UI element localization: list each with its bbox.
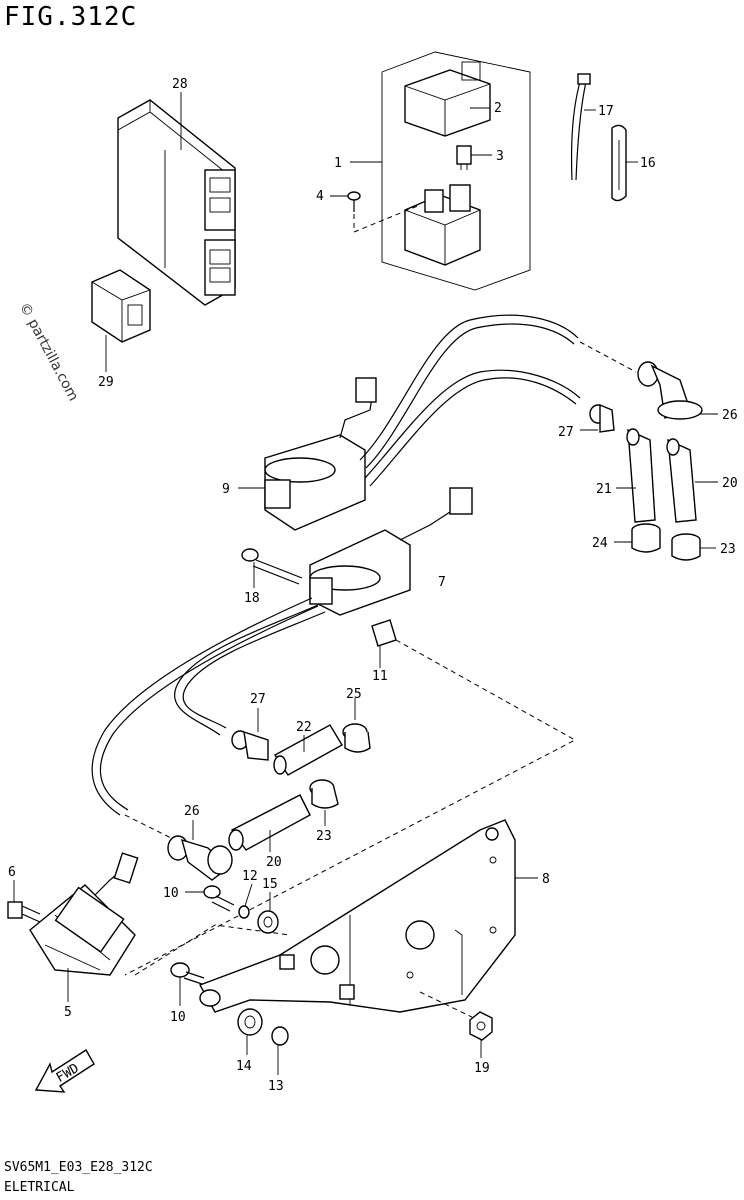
callout-25: 25 <box>346 687 362 702</box>
boot-seal-part-24[interactable] <box>631 523 661 553</box>
figure-name: ELETRICAL <box>4 1180 75 1195</box>
ignition-lead-upper[interactable] <box>359 314 581 487</box>
callout-15: 15 <box>262 877 278 892</box>
bracket-part-8[interactable] <box>198 819 516 1013</box>
callout-19: 19 <box>474 1061 490 1076</box>
boot-part-27-upper[interactable] <box>589 403 615 433</box>
callout-26a: 26 <box>722 408 738 423</box>
plug-cap-part-26-upper[interactable] <box>637 361 703 420</box>
callout-2: 2 <box>494 101 502 116</box>
cable-tie-part-17[interactable] <box>570 73 591 181</box>
callout-6: 6 <box>8 865 16 880</box>
bolt-part-10-lower[interactable] <box>170 962 205 985</box>
nut-part-19[interactable] <box>469 1011 493 1041</box>
boot-seal-part-23-upper[interactable] <box>671 533 701 561</box>
assembly-group-1-outline <box>381 51 531 291</box>
boot-seal-part-25[interactable] <box>342 723 371 753</box>
plug-boot-part-20-lower[interactable] <box>228 794 311 851</box>
collar-part-13[interactable] <box>271 1026 289 1046</box>
bolt-part-10-upper[interactable] <box>203 885 235 912</box>
callout-4: 4 <box>316 189 324 204</box>
plug-cap-part-26-lower[interactable] <box>167 835 233 881</box>
starter-relay-part[interactable] <box>404 184 481 266</box>
callout-21: 21 <box>596 482 612 497</box>
figure-code: SV65M1_E03_E28_312C <box>4 1160 153 1175</box>
boot-part-27-lower[interactable] <box>231 730 269 761</box>
callout-26b: 26 <box>184 804 200 819</box>
boot-seal-part-23-lower[interactable] <box>309 779 339 809</box>
collar-part-12[interactable] <box>238 905 250 919</box>
callout-12: 12 <box>242 869 258 884</box>
callout-28: 28 <box>172 77 188 92</box>
callout-14: 14 <box>236 1059 252 1074</box>
callout-13: 13 <box>268 1079 284 1094</box>
callout-24: 24 <box>592 536 608 551</box>
callout-10a: 10 <box>163 886 179 901</box>
bolt-part-6[interactable] <box>7 901 41 923</box>
grommet-part-14[interactable] <box>237 1008 263 1036</box>
clamp-part-16[interactable] <box>611 124 627 202</box>
grommet-part-15[interactable] <box>257 910 279 934</box>
callout-22: 22 <box>296 720 312 735</box>
callout-labels: 1 2 3 4 5 6 7 8 9 10 10 11 12 13 14 15 1… <box>8 77 738 1094</box>
callout-20b: 20 <box>266 855 282 870</box>
ecm-unit-part[interactable] <box>117 99 236 306</box>
regulator-part-5[interactable] <box>29 852 139 976</box>
plug-boot-part-20-upper[interactable] <box>666 438 697 523</box>
callout-5: 5 <box>64 1005 72 1020</box>
callout-27b: 27 <box>250 692 266 707</box>
callout-23a: 23 <box>720 542 736 557</box>
callout-16: 16 <box>640 156 656 171</box>
callout-10b: 10 <box>170 1010 186 1025</box>
screw-part-4[interactable] <box>347 191 361 212</box>
fuse-part[interactable] <box>456 145 472 170</box>
ignition-coil-part-7[interactable] <box>309 487 473 616</box>
collar-part-11[interactable] <box>371 619 397 647</box>
callout-1: 1 <box>334 156 342 171</box>
callout-3: 3 <box>496 149 504 164</box>
relay-part[interactable] <box>91 269 151 343</box>
plug-boot-part-22[interactable] <box>273 724 343 776</box>
fwd-direction-arrow: FWD <box>34 1049 95 1093</box>
ignition-coil-part-9[interactable] <box>264 377 377 531</box>
callout-17: 17 <box>598 104 614 119</box>
callout-7: 7 <box>438 575 446 590</box>
callout-18: 18 <box>244 591 260 606</box>
callout-11: 11 <box>372 669 388 684</box>
relay-cover-part[interactable] <box>404 61 491 137</box>
callout-23b: 23 <box>316 829 332 844</box>
callout-20a: 20 <box>722 476 738 491</box>
bolt-part-18[interactable] <box>241 548 303 585</box>
callout-8: 8 <box>542 872 550 887</box>
figure-title: FIG.312C <box>4 2 138 32</box>
callout-27a: 27 <box>558 425 574 440</box>
callout-9: 9 <box>222 482 230 497</box>
plug-boot-part-21[interactable] <box>626 428 656 523</box>
ignition-lead-lower[interactable] <box>91 597 326 816</box>
callout-29: 29 <box>98 375 114 390</box>
